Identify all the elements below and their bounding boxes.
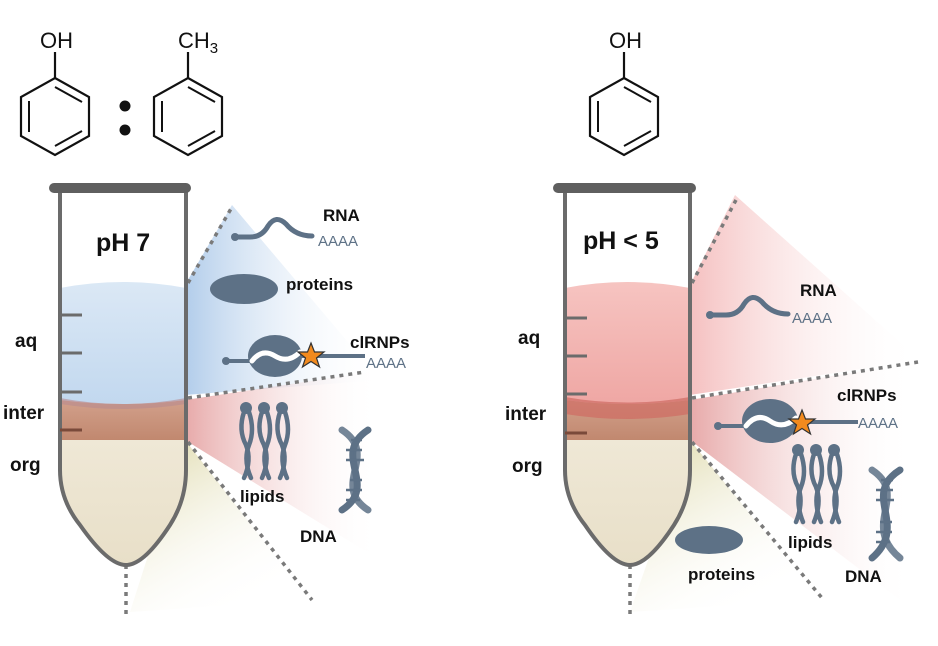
- guide-lines-left: [124, 206, 366, 618]
- left-panel: OH CH3: [3, 28, 410, 618]
- clrnp-icon-right: [714, 399, 858, 443]
- lipids-icon-right: [791, 444, 843, 525]
- aqueous-phase-left: [60, 282, 186, 404]
- phenol-oh-label-left: OH: [40, 28, 73, 53]
- proteins-label-left: proteins: [286, 275, 353, 294]
- toluene-ch3-label: CH3: [178, 28, 218, 57]
- phase-aq-label-right: aq: [518, 328, 540, 349]
- guide-lines-right: [628, 199, 919, 618]
- lipids-label-left: lipids: [240, 487, 284, 506]
- rna-icon-left: [231, 217, 315, 241]
- phase-inter-label-left: inter: [3, 403, 45, 424]
- star-icon-right: [787, 408, 817, 436]
- clrnp-icon-left: [222, 335, 365, 377]
- star-icon-left: [296, 341, 326, 369]
- clrnps-tail-right: AAAA: [858, 415, 898, 432]
- phase-aq-label-left: aq: [15, 331, 37, 352]
- protein-icon-right: [675, 526, 743, 554]
- clrnps-label-right: clRNPs: [837, 386, 897, 405]
- phase-org-label-left: org: [10, 455, 41, 476]
- ratio-separator: [119, 100, 131, 136]
- aqueous-wedge-left: [185, 205, 380, 395]
- clrnps-tail-left: AAAA: [366, 355, 406, 372]
- rna-label-right: RNA: [800, 281, 837, 300]
- rna-label-left: RNA: [323, 206, 360, 225]
- ph-label-left: pH 7: [96, 229, 150, 257]
- dna-label-right: DNA: [845, 567, 882, 586]
- proteins-label-right: proteins: [688, 565, 755, 584]
- tube-cap-left: [49, 183, 191, 193]
- rna-tail-right: AAAA: [792, 310, 832, 327]
- right-panel: OH pH < 5 aq inter org: [505, 28, 920, 618]
- phase-inter-label-right: inter: [505, 404, 547, 425]
- toluene-structure: CH3: [152, 28, 224, 157]
- lipids-label-right: lipids: [788, 533, 832, 552]
- phase-org-label-right: org: [512, 456, 543, 477]
- phenol-structure-right: OH: [588, 28, 660, 157]
- aqueous-wedge-right: [690, 195, 920, 395]
- lipids-icon-left: [239, 402, 291, 481]
- clrnps-label-left: clRNPs: [350, 333, 410, 352]
- protein-icon-left: [210, 274, 278, 304]
- rna-icon-right: [706, 295, 791, 319]
- phenol-structure-left: OH: [19, 28, 91, 157]
- dna-label-left: DNA: [300, 527, 337, 546]
- tube-right: pH < 5: [553, 183, 696, 568]
- tube-cap-right: [553, 183, 696, 193]
- dna-icon-left: [338, 426, 372, 514]
- interphase-left: [60, 400, 186, 440]
- phenol-oh-label-right: OH: [609, 28, 642, 53]
- organic-phase-left: [60, 440, 186, 565]
- tube-left: pH 7: [49, 183, 191, 568]
- rna-tail-left: AAAA: [318, 233, 358, 250]
- aqueous-phase-right: [565, 282, 690, 404]
- ph-label-right: pH < 5: [583, 227, 659, 255]
- organic-phase-right: [565, 440, 690, 565]
- dna-icon-right: [868, 466, 904, 562]
